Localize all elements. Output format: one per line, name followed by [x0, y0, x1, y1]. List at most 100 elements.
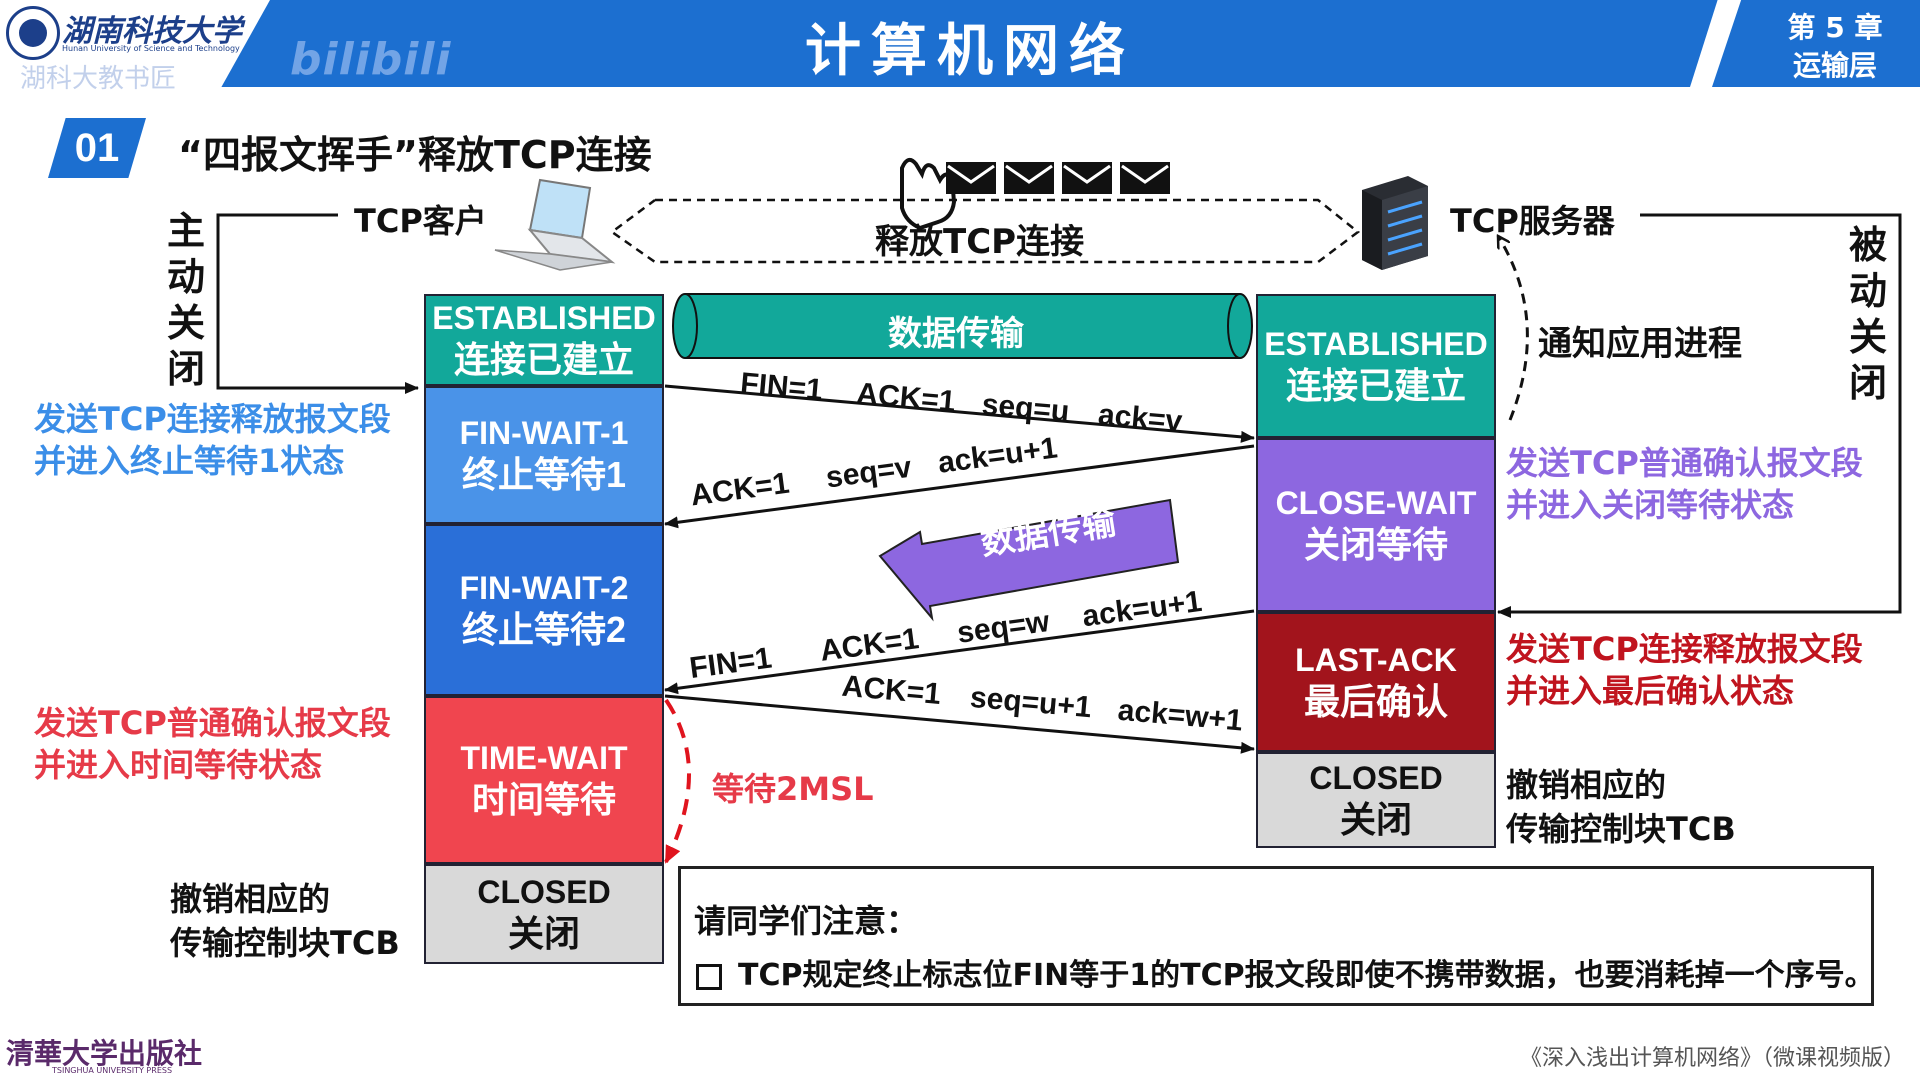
left-annotation-2-line-2: 并进入时间等待状态: [34, 746, 323, 784]
msg1-ackn: ack=v: [1097, 398, 1184, 438]
message-label-4-group: ACK=1 seq=u+1 ack=w+1: [841, 670, 1245, 738]
client-state-fin-wait-2-en: FIN-WAIT-2: [459, 570, 629, 607]
msg2-ack: ACK=1: [689, 467, 792, 513]
notify-app-curve: [1498, 236, 1529, 421]
server-state-closed-en: CLOSED: [1309, 760, 1443, 797]
release-tcp-dashed-arrow: [609, 198, 1361, 264]
book-title: 《深入浅出计算机网络》（微课视频版）: [1520, 1046, 1906, 1071]
message-arrow-2: [664, 444, 1255, 529]
envelope-icon-2: [1004, 162, 1054, 194]
data-transfer-cylinder: [672, 293, 1253, 359]
message-label-2-group: ACK=1 seq=v ack=u+1: [689, 431, 1060, 512]
client-state-fin-wait-1-en: FIN-WAIT-1: [459, 415, 629, 452]
msg1-fin: FIN=1: [739, 367, 824, 407]
chapter-number: 第 5 章: [1787, 11, 1883, 44]
server-state-established: ESTABLISHED 连接已建立: [1256, 294, 1496, 438]
left-annotation-1-line-2: 并进入终止等待1状态: [34, 442, 345, 480]
server-state-established-zh: 连接已建立: [1285, 364, 1466, 406]
server-state-close-wait: CLOSE-WAIT 关闭等待: [1256, 438, 1496, 612]
client-label: TCP客户: [354, 202, 487, 240]
wait-2msl-curve: [664, 698, 691, 864]
active-close-label: 主动关闭: [166, 209, 205, 391]
server-state-close-wait-en: CLOSE-WAIT: [1275, 485, 1477, 522]
client-state-fin-wait-2-zh: 终止等待2: [461, 608, 627, 650]
publisher-en: TSINGHUA UNIVERSITY PRESS: [52, 1066, 173, 1075]
msg2-ackn: ack=u+1: [936, 431, 1059, 479]
client-state-closed-en: CLOSED: [477, 874, 611, 911]
checkbox-square-icon: [696, 963, 722, 990]
note-item: TCP规定终止标志位FIN等于1的TCP报文段即使不携带数据，也要消耗掉一个序号…: [696, 950, 1875, 994]
message-arrow-1: [664, 384, 1255, 443]
client-state-established-en: ESTABLISHED: [432, 300, 656, 337]
client-state-time-wait-en: TIME-WAIT: [460, 740, 628, 777]
msg1-ack: ACK=1: [855, 377, 957, 419]
release-tcp-label: 释放TCP连接: [875, 222, 1085, 262]
passive-close-bracket: [1497, 213, 1902, 618]
chapter-badge: [1712, 0, 1920, 87]
university-name: 湖南科技大学: [62, 14, 242, 49]
section-title: “四报文挥手”释放TCP连接: [178, 133, 652, 177]
note-text: TCP规定终止标志位FIN等于1的TCP报文段即使不携带数据，也要消耗掉一个序号…: [738, 958, 1875, 993]
header-bar: [0, 0, 1920, 87]
right-annotation-2-line-1: 发送TCP连接释放报文段: [1506, 630, 1863, 668]
client-state-fin-wait-2: FIN-WAIT-2 终止等待2: [424, 524, 664, 696]
message-label-1-group: FIN=1 ACK=1 seq=u ack=v: [739, 367, 1184, 439]
client-state-established-zh: 连接已建立: [453, 338, 634, 380]
publisher-logo-text: 清華大学出版社: [6, 1037, 203, 1070]
envelope-icon-4: [1120, 162, 1170, 194]
teal-data-transfer-label: 数据传输: [888, 314, 1024, 354]
client-state-established: ESTABLISHED 连接已建立: [424, 294, 664, 386]
msg4-ackn: ack=w+1: [1116, 694, 1244, 738]
left-annotation-2-line-1: 发送TCP普通确认报文段: [34, 704, 391, 742]
bilibili-watermark: bilibili: [290, 34, 452, 85]
left-annotation-3-line-2: 传输控制块TCB: [170, 924, 400, 962]
note-box: [678, 866, 1874, 1006]
page-title: 计算机网络: [805, 19, 1135, 84]
university-logo-icon: [6, 6, 60, 60]
client-state-fin-wait-1: FIN-WAIT-1 终止等待1: [424, 386, 664, 524]
message-arrow-4: [664, 694, 1255, 754]
section-number-badge: 01: [48, 118, 146, 178]
server-state-established-en: ESTABLISHED: [1264, 326, 1488, 363]
notify-app-label: 通知应用进程: [1538, 324, 1742, 364]
client-state-time-wait: TIME-WAIT 时间等待: [424, 696, 664, 864]
watermark-text: 湖科大教书匠: [20, 64, 177, 94]
left-annotation-1-line-1: 发送TCP连接释放报文段: [34, 400, 391, 438]
message-arrow-3: [664, 609, 1255, 695]
server-state-closed: CLOSED 关闭: [1256, 752, 1496, 848]
envelope-icon-3: [1062, 162, 1112, 194]
right-annotation-2-line-2: 并进入最后确认状态: [1506, 672, 1795, 710]
msg3-ack: ACK=1: [818, 622, 921, 668]
server-icon: [1362, 176, 1428, 270]
client-state-closed: CLOSED 关闭: [424, 864, 664, 964]
server-label: TCP服务器: [1450, 202, 1615, 240]
passive-close-label: 被动关闭: [1848, 223, 1887, 405]
chapter-name: 运输层: [1792, 49, 1877, 82]
left-annotation-3-line-1: 撤销相应的: [170, 880, 331, 918]
data-transfer-purple-arrow: [878, 498, 1180, 622]
server-state-last-ack-en: LAST-ACK: [1295, 642, 1457, 679]
msg3-seq: seq=w: [955, 605, 1052, 650]
right-annotation-1-line-2: 并进入关闭等待状态: [1506, 486, 1795, 524]
right-annotation-1-line-1: 发送TCP普通确认报文段: [1506, 444, 1863, 482]
note-title: 请同学们注意：: [694, 902, 919, 940]
msg4-ack: ACK=1: [841, 670, 943, 712]
client-state-fin-wait-1-zh: 终止等待1: [461, 453, 627, 495]
active-close-bracket: [216, 213, 419, 394]
right-annotation-3-line-2: 传输控制块TCB: [1506, 810, 1736, 848]
server-state-last-ack-zh: 最后确认: [1303, 680, 1448, 722]
server-state-close-wait-zh: 关闭等待: [1303, 523, 1448, 565]
msg2-seq: seq=v: [824, 451, 914, 495]
laptop-icon: [494, 178, 616, 271]
client-state-time-wait-zh: 时间等待: [471, 778, 616, 820]
server-state-closed-zh: 关闭: [1339, 798, 1412, 840]
university-name-en: Hunan University of Science and Technolo…: [62, 44, 240, 53]
wait-2msl-label: 等待2MSL: [712, 770, 874, 808]
right-annotation-3-line-1: 撤销相应的: [1506, 766, 1667, 804]
msg1-seq: seq=u: [981, 388, 1071, 429]
client-state-closed-zh: 关闭: [507, 912, 580, 954]
server-state-last-ack: LAST-ACK 最后确认: [1256, 612, 1496, 752]
msg4-seq: seq=u+1: [969, 681, 1093, 724]
envelope-icon-1: [946, 162, 996, 194]
